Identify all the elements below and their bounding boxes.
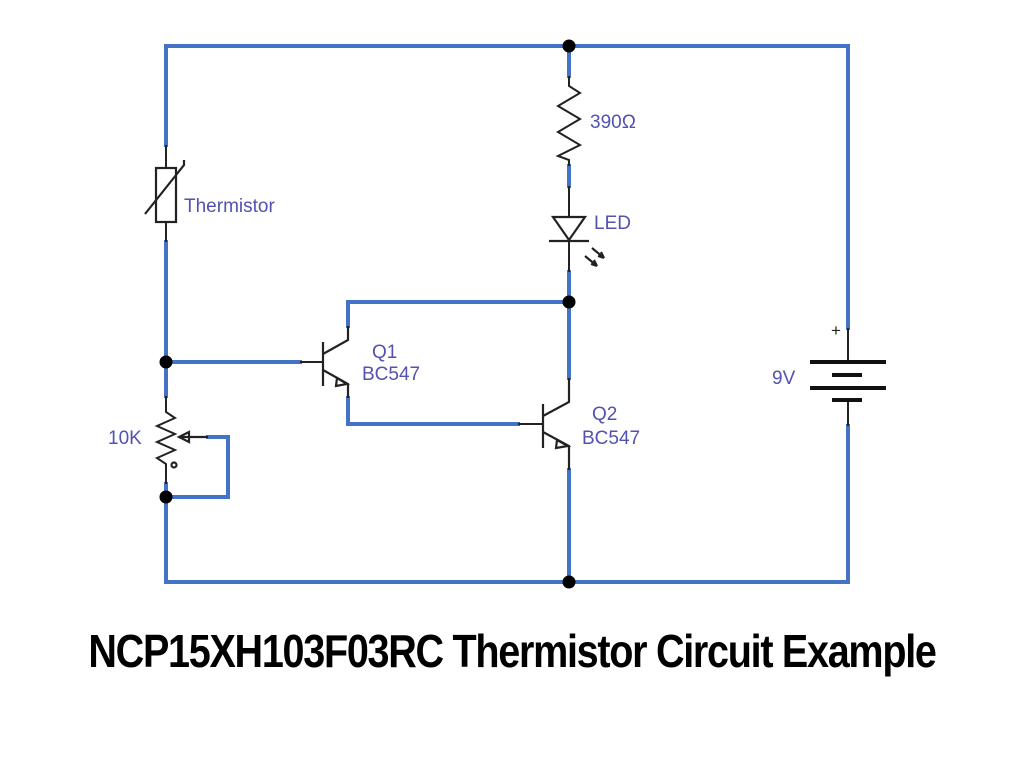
wire-q1-collector (346, 300, 571, 328)
potentiometer-symbol: 10K (108, 396, 208, 484)
q2-name: Q2 (592, 404, 617, 425)
q1-transistor-symbol: Q1 BC547 (300, 326, 420, 398)
q1-name: Q1 (372, 342, 397, 363)
wire-pot-wiper-loop (164, 435, 230, 499)
junction-base-divider (159, 355, 173, 369)
q2-part: BC547 (582, 428, 640, 449)
thermistor-label: Thermistor (184, 196, 275, 217)
battery-symbol: + 9V (772, 321, 886, 426)
led-label: LED (594, 213, 631, 234)
battery-label: 9V (772, 368, 796, 389)
potentiometer-label: 10K (108, 428, 142, 449)
junction-nodes (159, 39, 576, 589)
thermistor-symbol: Thermistor (144, 145, 275, 242)
led-symbol: LED (549, 186, 631, 272)
resistor-label: 390Ω (590, 112, 636, 133)
junction-collector (562, 295, 576, 309)
junction-top (562, 39, 576, 53)
junction-pot-bottom (159, 490, 173, 504)
q1-part: BC547 (362, 364, 420, 385)
resistor-symbol: 390Ω (555, 76, 636, 166)
q2-transistor-symbol: Q2 BC547 (518, 378, 640, 470)
caption-title: NCP15XH103F03RC Thermistor Circuit Examp… (88, 625, 937, 677)
junction-bottom (562, 575, 576, 589)
wires (164, 44, 850, 584)
wire-q1-emitter-q2-base (346, 396, 520, 426)
battery-polarity: + (831, 321, 841, 340)
